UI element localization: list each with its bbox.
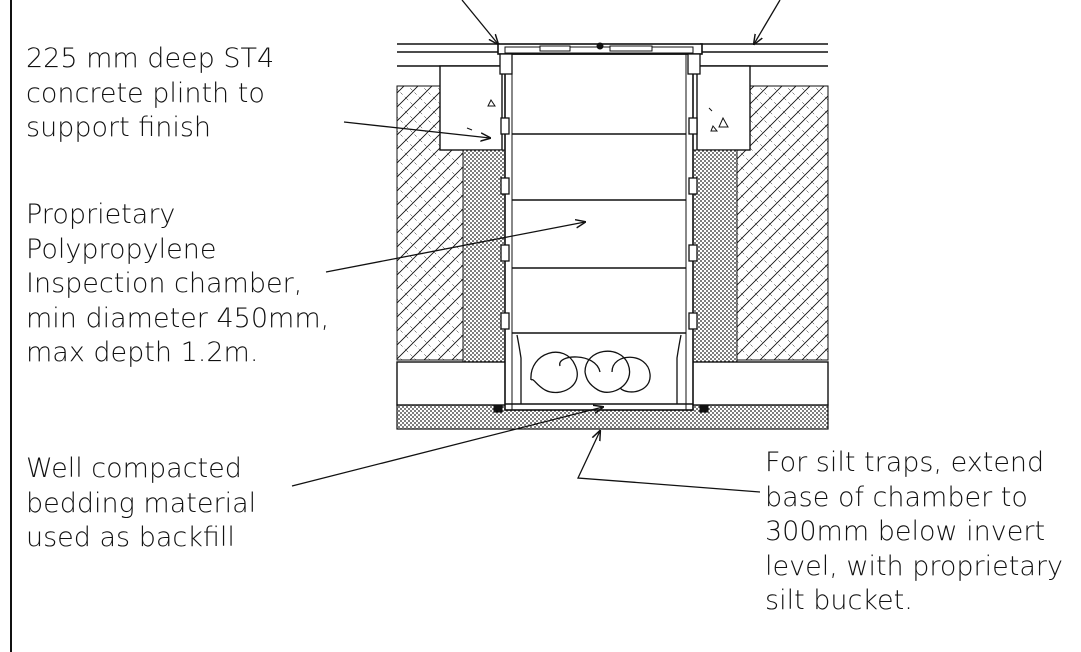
note-line: Polypropylene [26, 233, 217, 265]
note-inspection-chamber: Proprietary Polypropylene Inspection cha… [26, 198, 329, 371]
concrete-plinth-left [439, 65, 503, 151]
note-line: 300mm below invert [765, 516, 1046, 547]
note-line: silt bucket. [765, 585, 913, 616]
note-line: max depth 1.2m. [26, 337, 259, 368]
leader-cover-left [461, 0, 498, 44]
drain-pipe-right [689, 361, 829, 406]
leader-silt [577, 431, 761, 493]
note-line: Inspection chamber, [26, 268, 303, 299]
note-line: Proprietary [26, 199, 176, 230]
leader-chamber [325, 222, 585, 273]
leader-finish-right [754, 0, 781, 44]
backfill-left [462, 149, 506, 363]
note-line: support finish [26, 112, 212, 143]
concrete-plinth-right [696, 65, 751, 151]
drawing-frame-left-border [10, 0, 12, 652]
note-line: concrete plinth to [26, 77, 265, 109]
chamber-cover-frame [497, 42, 703, 75]
note-line: 225 mm deep ST4 [26, 43, 275, 74]
note-concrete-plinth: 225 mm deep ST4 concrete plinth to suppo… [26, 42, 274, 146]
leader-plinth [343, 121, 490, 138]
note-line: Well compacted [26, 453, 242, 484]
note-line: used as backfill [26, 522, 235, 553]
note-line: min diameter 450mm, [26, 302, 330, 334]
drain-pipe-left [396, 361, 511, 406]
note-line: bedding material [26, 487, 257, 519]
leader-lines [291, 0, 781, 493]
note-line: For silt traps, extend [765, 447, 1045, 478]
backfill-right [692, 149, 738, 363]
note-bedding-material: Well compacted bedding material used as … [26, 452, 256, 556]
note-silt-trap: For silt traps, extend base of chamber t… [765, 446, 1063, 619]
leader-bedding [291, 407, 603, 487]
note-line: base of chamber to [765, 481, 1028, 513]
note-line: level, with proprietary [765, 550, 1063, 582]
